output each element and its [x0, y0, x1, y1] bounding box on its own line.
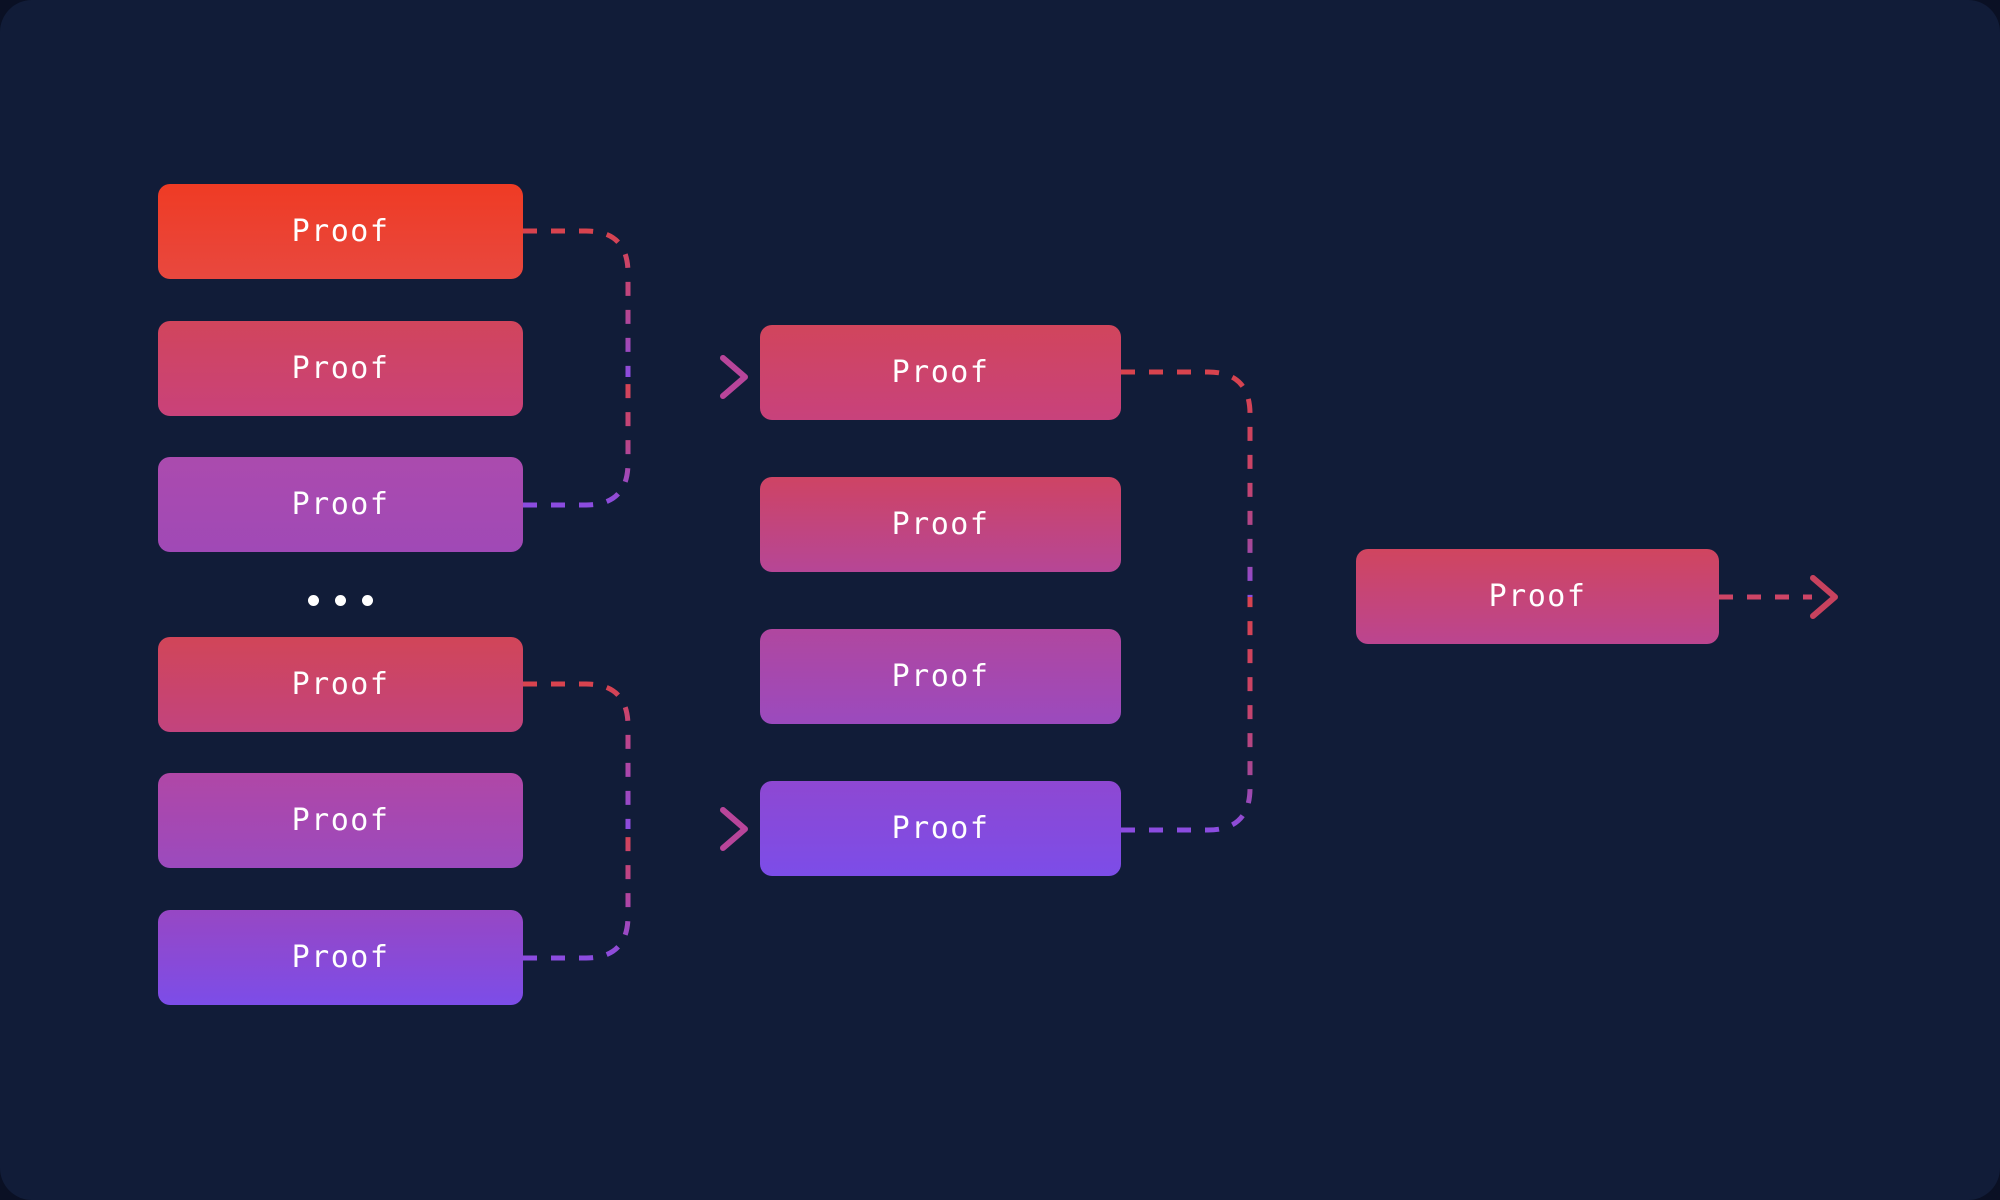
leaf-column-ellipsis [295, 590, 385, 610]
intermediate-proof-node-2[interactable]: Proof [760, 477, 1121, 572]
node-label: Proof [291, 351, 390, 386]
wire-cluster-a [523, 228, 722, 508]
intermediate-proof-node-4[interactable]: Proof [760, 781, 1121, 876]
intermediate-proof-node-3[interactable]: Proof [760, 629, 1121, 724]
leaf-proof-node-2[interactable]: Proof [158, 321, 523, 416]
wire-aggregation-bus [1121, 369, 1356, 833]
ellipsis-dot [307, 594, 319, 606]
node-label: Proof [291, 940, 390, 975]
node-label: Proof [891, 811, 990, 846]
node-label: Proof [891, 355, 990, 390]
leaf-proof-node-3[interactable]: Proof [158, 457, 523, 552]
leaf-proof-node-6[interactable]: Proof [158, 910, 523, 1005]
node-label: Proof [1488, 579, 1587, 614]
root-proof-node[interactable]: Proof [1356, 549, 1719, 644]
node-label: Proof [291, 487, 390, 522]
leaf-proof-node-5[interactable]: Proof [158, 773, 523, 868]
node-label: Proof [291, 803, 390, 838]
node-label: Proof [891, 507, 990, 542]
intermediate-proof-node-1[interactable]: Proof [760, 325, 1121, 420]
wire-cluster-b [523, 681, 722, 961]
arrow-to-intermediate-2-icon [720, 807, 748, 851]
node-label: Proof [891, 659, 990, 694]
ellipsis-dot [361, 594, 373, 606]
arrow-to-intermediate-1-icon [720, 355, 748, 399]
leaf-proof-node-1[interactable]: Proof [158, 184, 523, 279]
node-label: Proof [291, 667, 390, 702]
leaf-proof-node-4[interactable]: Proof [158, 637, 523, 732]
node-label: Proof [291, 214, 390, 249]
arrow-out-of-root-icon [1810, 575, 1838, 619]
ellipsis-dot [334, 594, 346, 606]
